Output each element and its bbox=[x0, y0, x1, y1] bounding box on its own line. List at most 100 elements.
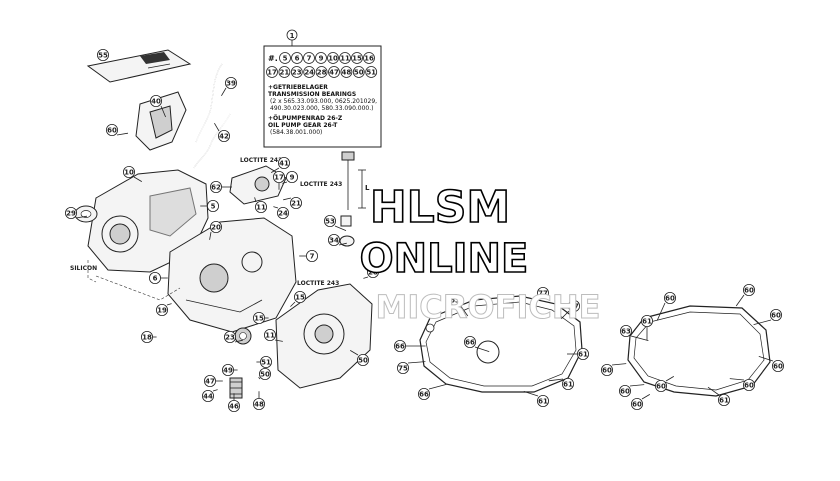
legend-number: 47 bbox=[329, 69, 339, 77]
callout-number: 50 bbox=[358, 357, 368, 365]
callout-number: 18 bbox=[142, 334, 152, 342]
right-crankcase bbox=[167, 217, 297, 333]
legend-number-circle bbox=[315, 52, 327, 64]
callout-circle bbox=[770, 308, 783, 321]
callout-circle bbox=[263, 328, 276, 341]
callout-circle bbox=[562, 377, 575, 390]
callout-number: 50 bbox=[260, 371, 270, 379]
callout-number: 47 bbox=[205, 378, 215, 386]
callout-circle bbox=[123, 165, 136, 178]
callout-number: 75 bbox=[398, 365, 408, 373]
legend-bearings-de: +GETRIEBELAGER bbox=[268, 84, 328, 91]
legend-number: 15 bbox=[352, 55, 362, 63]
legend-number: 16 bbox=[364, 55, 374, 63]
watermark-line-1: HLSM bbox=[370, 182, 510, 233]
callout-leader-line bbox=[729, 378, 745, 381]
callout-circle bbox=[140, 330, 153, 343]
callout-leader-line bbox=[334, 225, 347, 231]
loctite-label-1: LOCTITE 243 bbox=[240, 157, 282, 164]
callout-number: 42 bbox=[219, 133, 229, 141]
callout-circle bbox=[203, 374, 216, 387]
callout-circle bbox=[223, 330, 236, 343]
callout-leader-line bbox=[116, 132, 129, 136]
callout-leader-line bbox=[349, 350, 359, 356]
callout-number: 61 bbox=[719, 397, 729, 405]
callout-circle bbox=[393, 339, 406, 352]
legend-oilpump-part: (584.38.001.000) bbox=[270, 129, 322, 136]
callout-circle bbox=[155, 303, 168, 316]
callout-number: 39 bbox=[226, 80, 236, 88]
callout-number: 61 bbox=[563, 381, 573, 389]
callout-leader-line bbox=[656, 302, 666, 321]
callout-number: 10 bbox=[124, 169, 134, 177]
callout-circle bbox=[258, 367, 271, 380]
callout-circle bbox=[323, 214, 336, 227]
alignment-guide bbox=[95, 275, 181, 301]
callout-leader-line bbox=[758, 356, 774, 362]
watermark-line-3: MICROFICHE bbox=[376, 288, 601, 326]
callout-leader-line bbox=[707, 386, 720, 396]
callout-number: 61 bbox=[578, 351, 588, 359]
callout-circle bbox=[65, 206, 78, 219]
callout-leader-line bbox=[133, 176, 143, 182]
callout-leader-line bbox=[665, 376, 675, 382]
callout-leader-line bbox=[75, 215, 88, 219]
callout-leader-line bbox=[735, 294, 745, 307]
callout-leader-line bbox=[474, 346, 490, 352]
legend-number: 48 bbox=[342, 69, 352, 77]
callout-number: 60 bbox=[632, 401, 642, 409]
callout-circle bbox=[718, 393, 731, 406]
callout-leader-line bbox=[290, 301, 296, 307]
callout-circle bbox=[619, 384, 632, 397]
callout-circle bbox=[655, 379, 668, 392]
callout-number: 66 bbox=[465, 339, 475, 347]
callout-leader-line bbox=[273, 206, 279, 209]
legend-number-circle bbox=[290, 66, 303, 78]
callout-circle bbox=[252, 311, 265, 324]
ignition-cover-small bbox=[135, 91, 187, 151]
callout-number: 19 bbox=[157, 307, 167, 315]
oil-pump bbox=[229, 165, 287, 205]
drain-plug bbox=[340, 215, 352, 227]
callout-circle bbox=[272, 170, 285, 183]
callout-circle bbox=[537, 394, 550, 407]
callout-circle bbox=[537, 286, 550, 299]
callout-circle bbox=[417, 387, 430, 400]
legend-number: 11 bbox=[340, 55, 350, 63]
callout-circle bbox=[254, 200, 267, 213]
legend-number-circle bbox=[340, 66, 353, 78]
left-crankcase bbox=[87, 169, 209, 273]
legend-number-circle bbox=[279, 52, 291, 64]
callout-circle bbox=[148, 271, 161, 284]
callout-number: 60 bbox=[773, 363, 783, 371]
callout-leader-line bbox=[254, 197, 257, 203]
loctite-label-3: LOCTITE 243 bbox=[297, 280, 339, 287]
oil-dipstick: L bbox=[341, 151, 370, 210]
callout-number: 15 bbox=[254, 315, 264, 323]
callout-number: 29 bbox=[66, 210, 76, 218]
callout-leader-line bbox=[753, 319, 772, 325]
callout-number: 66 bbox=[395, 343, 405, 351]
callout-circle bbox=[209, 180, 222, 193]
watermark: HLSM ONLINE MICROFICHE bbox=[359, 181, 601, 326]
legend-number: 6 bbox=[295, 55, 300, 63]
callout-number: 34 bbox=[329, 237, 339, 245]
legend-number-circle bbox=[266, 66, 278, 78]
legend-number-circle bbox=[303, 52, 315, 64]
callout-circle bbox=[227, 399, 240, 412]
callout-leader-line bbox=[523, 391, 539, 397]
callout-leader-line bbox=[407, 361, 426, 364]
loctite-label-2: LOCTITE 243 bbox=[300, 181, 342, 188]
callout-circle bbox=[664, 291, 677, 304]
legend-bearings-parts-1: (2 x 565.33.093.000, 0625.201029, bbox=[270, 98, 377, 105]
callout-leader-line bbox=[221, 87, 227, 97]
callout-number: 60 bbox=[620, 388, 630, 396]
callout-leader-line bbox=[428, 384, 447, 390]
legend-oilpump-en: OIL PUMP GEAR 26-T bbox=[268, 122, 338, 129]
legend-number: 28 bbox=[317, 69, 327, 77]
ignition-cover-gasket bbox=[627, 305, 771, 397]
callout-number: 63 bbox=[450, 297, 460, 305]
